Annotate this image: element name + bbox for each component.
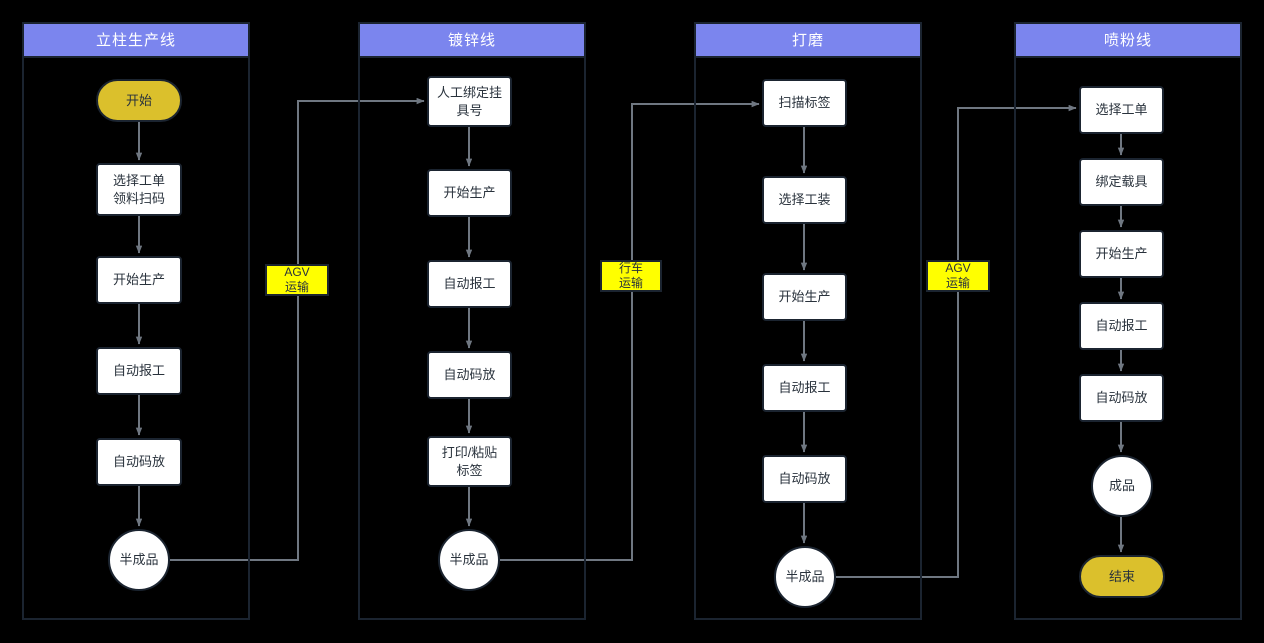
node-l2-start-production[interactable]: 开始生产 [427,169,512,217]
node-start[interactable]: 开始 [96,79,182,122]
node-l1-semi-finished[interactable]: 半成品 [108,529,170,591]
node-l3-start-production[interactable]: 开始生产 [762,273,847,321]
transport-tag-agv-1[interactable]: AGV 运输 [265,264,329,296]
node-l1-start-production[interactable]: 开始生产 [96,256,182,304]
node-l2-auto-report[interactable]: 自动报工 [427,260,512,308]
node-l3-auto-report[interactable]: 自动报工 [762,364,847,412]
transport-tag-crane[interactable]: 行车 运输 [600,260,662,292]
node-l4-bind-carrier[interactable]: 绑定载具 [1079,158,1164,206]
cross-lane-edges [170,97,1077,578]
node-l3-semi-finished[interactable]: 半成品 [774,546,836,608]
node-l1-auto-report[interactable]: 自动报工 [96,347,182,395]
node-l2-semi-finished[interactable]: 半成品 [438,529,500,591]
lane-header-1[interactable]: 立柱生产线 [22,22,250,58]
lane-header-4[interactable]: 喷粉线 [1014,22,1242,58]
node-end[interactable]: 结束 [1079,555,1165,598]
node-l3-scan-label[interactable]: 扫描标签 [762,79,847,127]
node-l3-auto-stack[interactable]: 自动码放 [762,455,847,503]
lane-header-3[interactable]: 打磨 [694,22,922,58]
lane-header-2[interactable]: 镀锌线 [358,22,586,58]
node-l4-select-order[interactable]: 选择工单 [1079,86,1164,134]
node-l2-print-paste-label[interactable]: 打印/粘贴 标签 [427,436,512,487]
node-select-order-scan-material[interactable]: 选择工单 领料扫码 [96,163,182,216]
node-l3-select-tooling[interactable]: 选择工装 [762,176,847,224]
node-l4-auto-stack[interactable]: 自动码放 [1079,374,1164,422]
node-l4-start-production[interactable]: 开始生产 [1079,230,1164,278]
node-l2-bind-hanger-number[interactable]: 人工绑定挂 具号 [427,76,512,127]
node-l4-finished-product[interactable]: 成品 [1091,455,1153,517]
intra-lane-edges [135,122,1125,553]
node-l2-auto-stack[interactable]: 自动码放 [427,351,512,399]
transport-tag-agv-2[interactable]: AGV 运输 [926,260,990,292]
node-l1-auto-stack[interactable]: 自动码放 [96,438,182,486]
node-l4-auto-report[interactable]: 自动报工 [1079,302,1164,350]
